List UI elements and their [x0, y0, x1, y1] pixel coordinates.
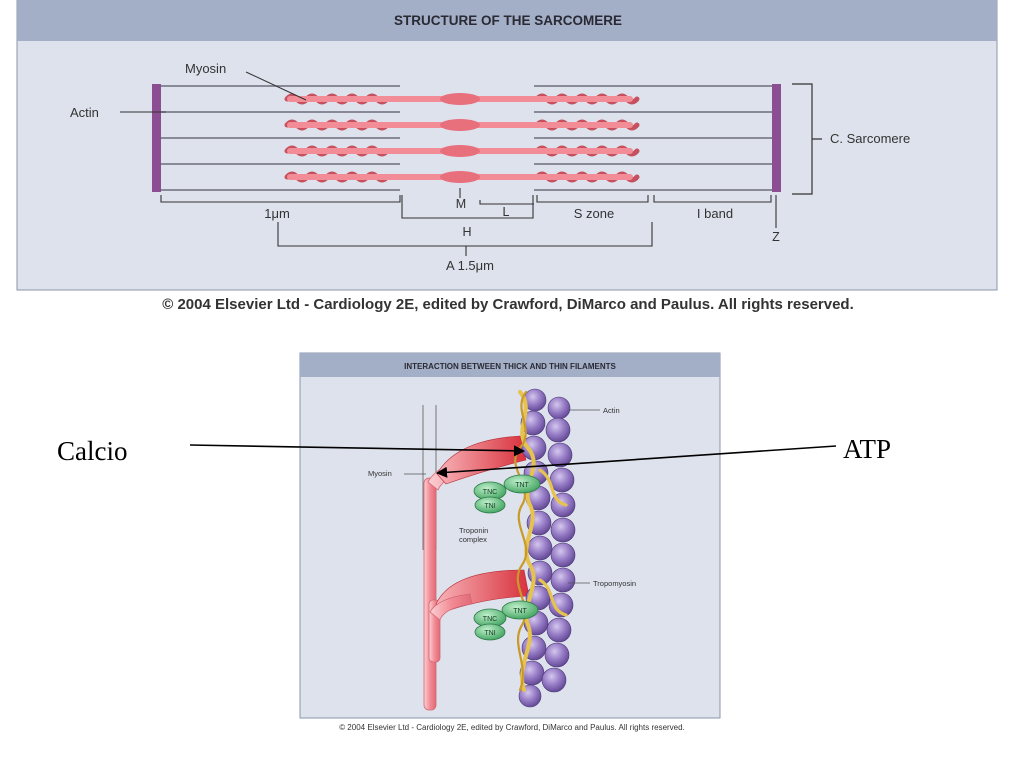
label-tni-upper: TNI — [484, 503, 495, 510]
slide-annotations: Calcio ATP — [57, 434, 891, 478]
label-tnt-upper: TNT — [515, 482, 529, 489]
myosin-filament — [284, 171, 640, 183]
label-m: M — [456, 197, 466, 211]
actin-filaments — [161, 85, 772, 191]
myosin-filament — [284, 119, 640, 131]
sarcomere-figure: STRUCTURE OF THE SARCOMERE — [16, 0, 998, 313]
label-tnc-lower: TNC — [483, 616, 497, 623]
label-s-zone: S zone — [574, 206, 614, 221]
label-tnc-upper: TNC — [483, 489, 497, 496]
myosin-filaments — [284, 93, 640, 183]
calcio-label: Calcio — [57, 436, 127, 466]
label-troponin-line2: complex — [459, 535, 487, 544]
label-a: A 1.5μm — [446, 258, 494, 273]
label-tni-lower: TNI — [484, 630, 495, 637]
label-tropomyosin: Tropomyosin — [593, 579, 636, 588]
atp-label: ATP — [843, 434, 891, 464]
sarcomere-bracket — [792, 83, 822, 195]
tropomyosin-strand — [538, 468, 568, 617]
label-tnt-lower: TNT — [513, 608, 527, 615]
z-disc-left — [152, 84, 161, 192]
label-actin-small: Actin — [603, 406, 620, 415]
tropomyosin-strand — [514, 390, 528, 692]
myosin-filament — [284, 145, 640, 157]
troponin-complex-upper: TNT TNC TNI — [473, 474, 541, 514]
band-brackets — [160, 188, 777, 256]
sarcomere-panel — [16, 0, 998, 291]
myosin-leader — [245, 71, 307, 101]
myosin-filament — [284, 93, 640, 105]
label-sarcomere: C. Sarcomere — [830, 131, 910, 146]
label-i-band: I band — [697, 206, 733, 221]
label-troponin-line1: Troponin — [459, 526, 488, 535]
interaction-copyright: © 2004 Elsevier Ltd - Cardiology 2E, edi… — [339, 723, 685, 732]
interaction-panel — [299, 352, 721, 719]
troponin-complex-lower: TNT TNC TNI — [473, 600, 539, 641]
sarcomere-copyright: © 2004 Elsevier Ltd - Cardiology 2E, edi… — [162, 296, 854, 313]
myosin-rod — [423, 477, 437, 711]
label-l: L — [503, 205, 510, 219]
label-1um: 1μm — [264, 206, 290, 221]
label-h: H — [462, 225, 471, 239]
sarcomere-title: STRUCTURE OF THE SARCOMERE — [394, 13, 622, 28]
interaction-figure: INTERACTION BETWEEN THICK AND THIN FILAM… — [299, 352, 721, 732]
interaction-title-bar — [300, 353, 720, 377]
myosin-neck-lower — [429, 593, 473, 621]
label-actin: Actin — [70, 105, 99, 120]
sarcomere-title-bar — [17, 0, 997, 41]
label-z: Z — [772, 230, 780, 244]
z-disc-right — [772, 84, 781, 192]
calcio-arrow — [189, 444, 526, 457]
interaction-title: INTERACTION BETWEEN THICK AND THIN FILAM… — [404, 362, 616, 371]
label-myosin-small: Myosin — [368, 469, 392, 478]
atp-arrow — [435, 445, 837, 478]
label-myosin: Myosin — [185, 61, 226, 76]
